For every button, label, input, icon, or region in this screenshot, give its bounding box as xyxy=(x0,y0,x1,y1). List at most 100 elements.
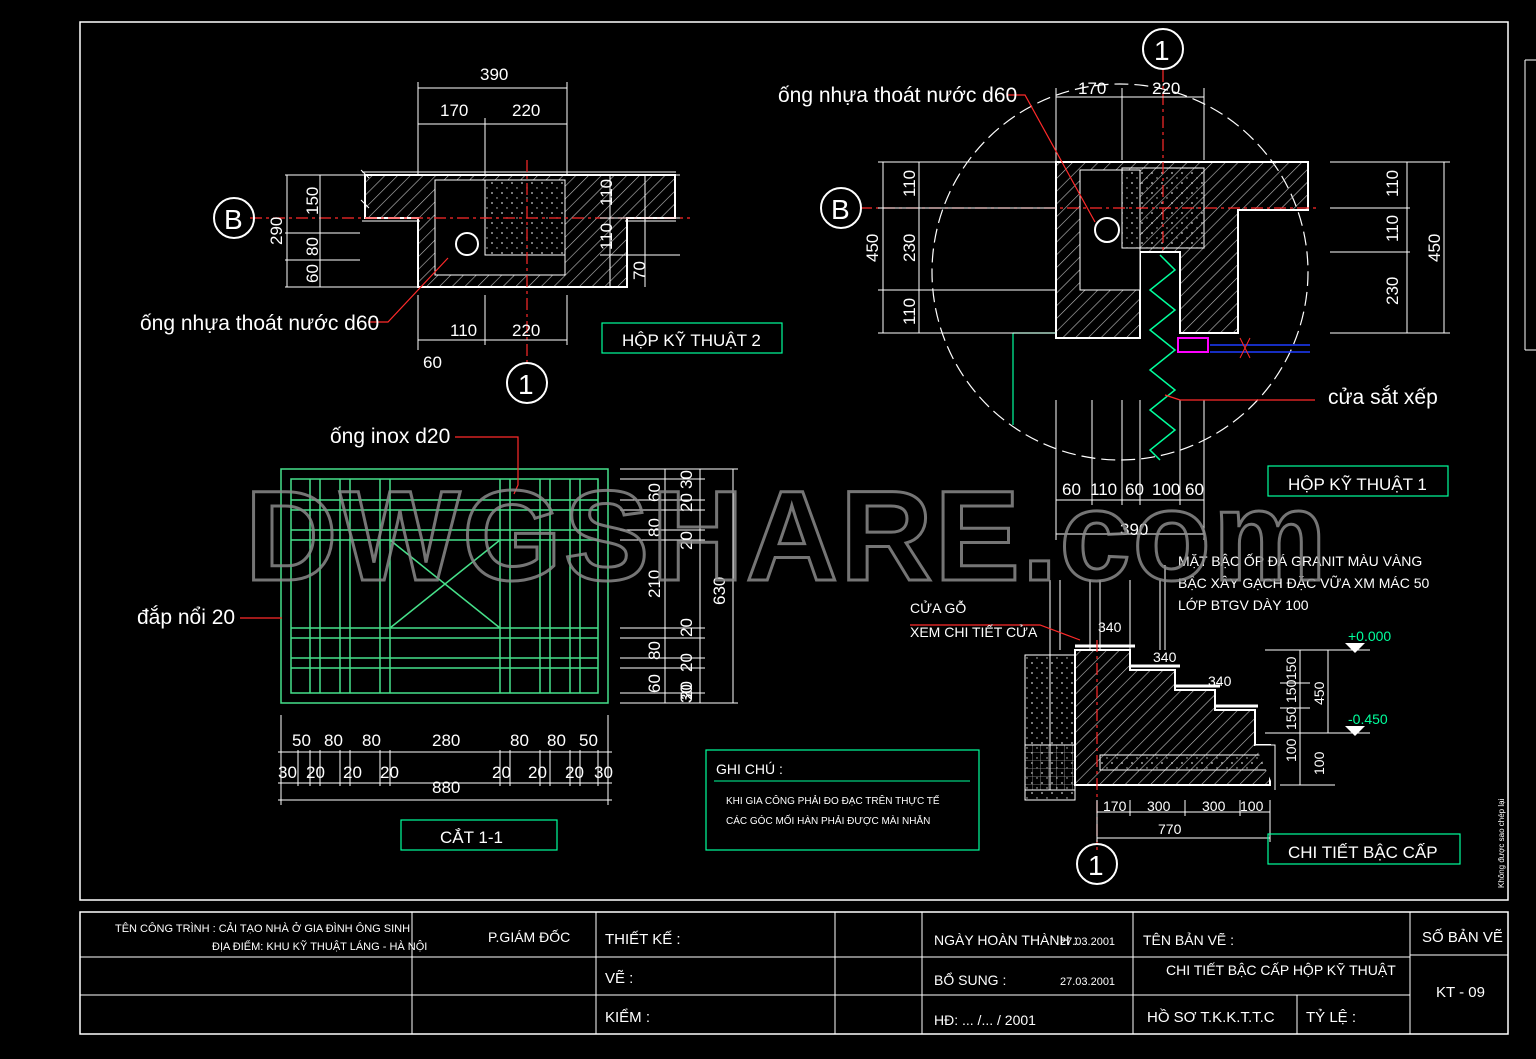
stair-door-note-1: CỬA GỖ xyxy=(910,599,966,616)
stair-detail-section xyxy=(910,565,1370,850)
section-dim-row2-7: 20 xyxy=(565,763,584,782)
stair-title: CHI TIẾT BẬC CẤP xyxy=(1288,843,1438,862)
section-title: CẮT 1-1 xyxy=(440,828,503,847)
box1-door-label: cửa sắt xếp xyxy=(1328,386,1438,409)
box2-dim-left-c: 60 xyxy=(303,264,322,283)
tb-design: THIẾT KẾ : xyxy=(605,931,681,948)
stair-level-bottom: -0.450 xyxy=(1348,711,1388,727)
axis-b-label-right: B xyxy=(831,194,850,225)
section-dim-right-total: 630 xyxy=(710,577,729,605)
section-dim-row1-6: 80 xyxy=(547,731,566,750)
axis-b-bubble-right xyxy=(820,187,862,229)
stair-riser-extra: 100 xyxy=(1311,751,1327,775)
box1-dim-bottom-total: 390 xyxy=(1120,520,1148,539)
tb-draw: VẼ : xyxy=(605,970,633,987)
notes-line-1: KHI GIA CÔNG PHẢI ĐO ĐẠC TRÊN THỰC TẾ xyxy=(726,794,940,807)
box1-dim-right-a: 110 xyxy=(1383,170,1402,197)
section-dim-col-6: 20 xyxy=(677,681,696,700)
box1-dim-top-a: 170 xyxy=(1078,79,1106,98)
section-dim-col-1: 30 xyxy=(677,470,696,489)
right-edge-strip xyxy=(1524,59,1536,351)
section-dim-lines xyxy=(278,468,738,805)
box1-dim-left-c: 110 xyxy=(900,298,919,325)
tb-dossier: HỒ SƠ T.K.K.T.T.C xyxy=(1147,1008,1275,1026)
tb-drawing-name-label: TÊN BẢN VẼ : xyxy=(1143,932,1234,948)
tb-project-line2: ĐỊA ĐIỂM: KHU KỸ THUẬT LÁNG - HÀ NỘI xyxy=(212,940,427,953)
stair-riser-2: 150 xyxy=(1283,679,1299,703)
axis-1-bubble-stair xyxy=(1076,843,1118,885)
stair-dim-bottom-4: 100 xyxy=(1240,798,1264,814)
box2-dim-top-left: 170 xyxy=(440,101,468,120)
box2-dim-left-total: 290 xyxy=(267,217,286,245)
box2-dim-right-c: 70 xyxy=(630,261,649,280)
section-dim-col-7: 30 xyxy=(677,684,696,703)
section-dim-col-5: 20 xyxy=(677,653,696,672)
section-dim-row2-3: 20 xyxy=(343,763,362,782)
box2-dim-left-a: 150 xyxy=(303,187,322,215)
section-dim-bottom-total: 880 xyxy=(432,778,460,797)
notes-line-2: CÁC GÓC MỐI HÀN PHẢI ĐƯỢC MÀI NHẴN xyxy=(726,813,930,827)
stair-riser-1: 150 xyxy=(1283,656,1299,680)
sheet-border xyxy=(79,21,1509,901)
pipe-d60-symbol-box1 xyxy=(1094,217,1120,243)
section-dim-row1-1: 50 xyxy=(292,731,311,750)
stair-note-3: LỚP BTGV DÀY 100 xyxy=(1178,597,1309,613)
section-dim-row1-5: 80 xyxy=(510,731,529,750)
box2-dim-bottom-a: 110 xyxy=(450,321,477,340)
section-dim-row2-1: 30 xyxy=(278,763,297,782)
stair-dim-bottom-total: 770 xyxy=(1158,821,1182,837)
section-dim-col2-3: 210 xyxy=(645,570,664,598)
box1-title: HỘP KỸ THUẬT 1 xyxy=(1288,475,1427,494)
section-dim-row2-8: 30 xyxy=(594,763,613,782)
box2-dim-top-right: 220 xyxy=(512,101,540,120)
tb-check: KIỂM : xyxy=(605,1008,650,1026)
axis-1-bubble-box2 xyxy=(506,362,548,404)
box2-dim-right-b: 110 xyxy=(597,223,616,250)
technical-box-2-plan xyxy=(250,82,690,365)
stair-dim-bottom-3: 300 xyxy=(1202,798,1226,814)
axis-1-label-box2: 1 xyxy=(518,369,534,400)
stair-riser-total: 450 xyxy=(1311,681,1327,705)
stair-dim-bottom-2: 300 xyxy=(1147,798,1171,814)
axis-1-label-stair: 1 xyxy=(1088,850,1104,881)
section-inox-label: ống inox d20 xyxy=(330,425,450,448)
stair-riser-3: 150 xyxy=(1283,706,1299,730)
axis-1-bubble-box1 xyxy=(1142,28,1184,70)
box2-pipe-label: ống nhựa thoát nước d60 xyxy=(140,312,379,335)
pipe-d60-symbol xyxy=(455,232,479,256)
section-dim-row1-7: 50 xyxy=(579,731,598,750)
box1-dim-right-b: 110 xyxy=(1383,215,1402,242)
tb-contract: HĐ: ... /... / 2001 xyxy=(934,1012,1036,1028)
axis-b-bubble-left xyxy=(213,197,255,239)
axis-1-label-box1: 1 xyxy=(1154,35,1170,66)
section-dim-col2-5: 60 xyxy=(645,674,664,693)
section-dim-row2-6: 20 xyxy=(528,763,547,782)
section-dim-row1-3: 80 xyxy=(362,731,381,750)
box1-dim-left-b: 230 xyxy=(900,234,919,262)
box2-dim-left-b: 80 xyxy=(303,237,322,256)
side-note: Không được sao chép lại xyxy=(1497,798,1506,888)
stair-dim-bottom-1: 170 xyxy=(1103,798,1127,814)
section-1-1-grille xyxy=(280,468,609,704)
section-dim-col-4: 20 xyxy=(677,618,696,637)
box1-dim-bottom-e: 60 xyxy=(1185,480,1204,499)
section-dim-col-2: 20 xyxy=(677,493,696,512)
tb-sheet-no-label: SỐ BẢN VẼ xyxy=(1422,928,1503,946)
title-block-grid xyxy=(80,912,1508,1034)
section-dim-col-3: 20 xyxy=(677,531,696,550)
box1-dim-bottom-b: 110 xyxy=(1090,480,1117,499)
tb-project-line1: TÊN CÔNG TRÌNH : CẢI TẠO NHÀ Ở GIA ĐÌNH … xyxy=(115,922,410,935)
stair-note-1: MẶT BẬC ỐP ĐÁ GRANIT MÀU VÀNG xyxy=(1178,552,1422,569)
stair-tread-3: 340 xyxy=(1208,673,1232,689)
section-dim-row2-2: 20 xyxy=(306,763,325,782)
section-dim-col2-2: 80 xyxy=(645,518,664,537)
stair-tread-2: 340 xyxy=(1153,649,1177,665)
box1-dim-right-total: 450 xyxy=(1425,234,1444,262)
stair-level-top: +0.000 xyxy=(1348,628,1391,644)
section-dim-row2-5: 20 xyxy=(492,763,511,782)
box1-dim-right-c: 230 xyxy=(1383,277,1402,305)
tb-sheet-no: KT - 09 xyxy=(1436,984,1485,1001)
tb-supplement-date: 27.03.2001 xyxy=(1060,976,1115,988)
